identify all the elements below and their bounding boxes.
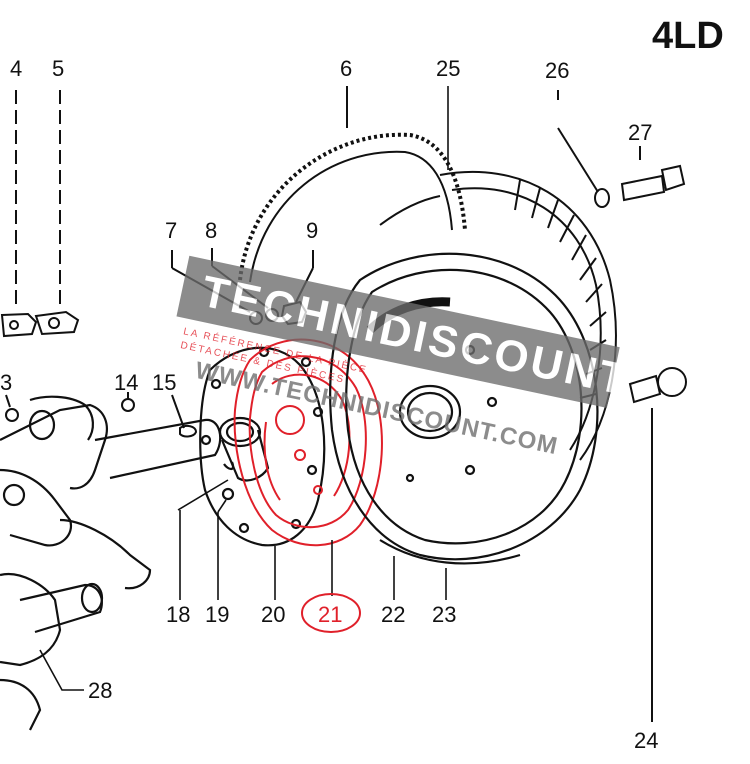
callout-24: 24 [634, 728, 658, 753]
callout-7: 7 [165, 218, 177, 243]
callout-8: 8 [205, 218, 217, 243]
callout-5: 5 [52, 56, 64, 81]
callout-4: 4 [10, 56, 22, 81]
callout-9: 9 [306, 218, 318, 243]
callout-22: 22 [381, 602, 405, 627]
callout-23: 23 [432, 602, 456, 627]
highlighted-part-21 [233, 338, 383, 547]
small-parts-14-15 [121, 392, 198, 438]
callout-18: 18 [166, 602, 190, 627]
leader-lines [39, 86, 449, 691]
callout-3: 3 [0, 370, 12, 395]
callout-25: 25 [436, 56, 460, 81]
diagram-title: 4LD [652, 15, 724, 57]
crankshaft [0, 395, 222, 731]
highlight-circle [301, 593, 361, 633]
callout-21: 21 [318, 602, 342, 627]
callout-26: 26 [545, 58, 569, 83]
watermark-banner [176, 255, 620, 408]
callout-27: 27 [628, 120, 652, 145]
callout-28: 28 [88, 678, 112, 703]
callout-20: 20 [261, 602, 285, 627]
callout-6: 6 [340, 56, 352, 81]
callout-19: 19 [205, 602, 229, 627]
callout-14: 14 [114, 370, 138, 395]
gasket-parts-left [0, 90, 80, 422]
callout-labels: 4 5 6 25 26 27 7 8 9 3 14 15 18 19 20 21… [0, 56, 658, 753]
hub-sleeve [218, 416, 270, 501]
ring-gear [238, 86, 467, 283]
callout-15: 15 [152, 370, 176, 395]
